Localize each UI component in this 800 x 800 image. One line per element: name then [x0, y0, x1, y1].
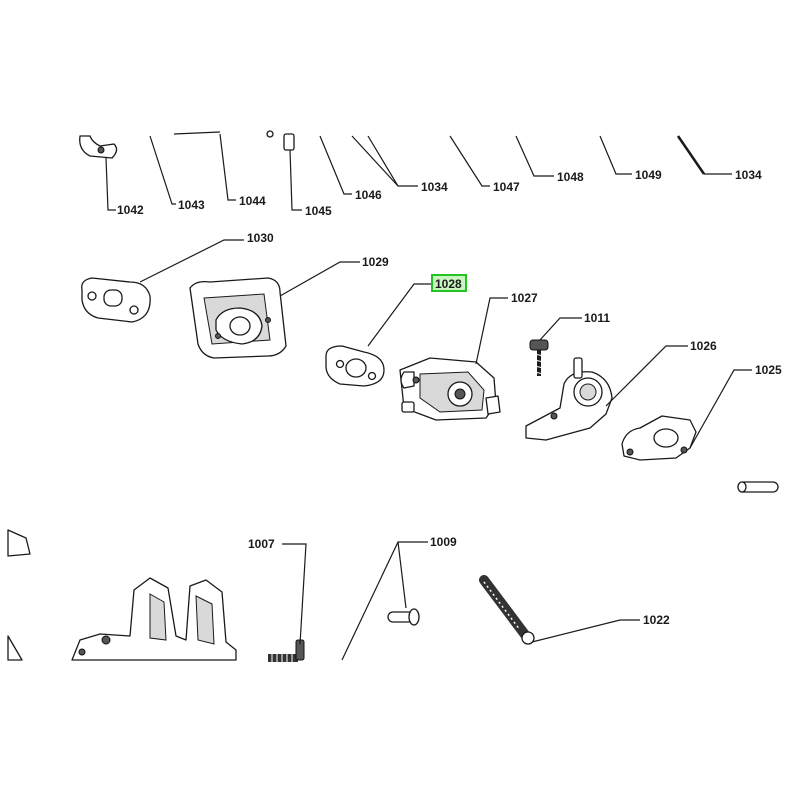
label-1029[interactable]: 1029 — [362, 255, 389, 269]
label-1011[interactable]: 1011 — [584, 311, 610, 325]
label-1049[interactable]: 1049 — [635, 168, 662, 182]
part-1029-intake-drawing — [189, 277, 287, 359]
part-1044-drawing — [173, 131, 221, 135]
label-1044[interactable]: 1044 — [239, 194, 266, 208]
label-1025[interactable]: 1025 — [755, 363, 782, 377]
part-1009-pin-drawing — [387, 608, 420, 626]
leader-1048 — [515, 135, 554, 177]
part-1030-gasket-drawing — [81, 277, 151, 323]
leader-1027 — [475, 297, 508, 365]
label-1007[interactable]: 1007 — [248, 537, 275, 551]
leader-1022 — [531, 619, 640, 643]
leader-1044 — [219, 133, 236, 201]
selected-part-highlight — [431, 274, 467, 292]
leader-1009-a — [341, 541, 428, 661]
part-1011-screw-drawing — [529, 339, 549, 376]
leader-1030 — [139, 239, 244, 283]
label-1027[interactable]: 1027 — [511, 291, 538, 305]
label-1046[interactable]: 1046 — [355, 188, 382, 202]
leader-1047 — [449, 135, 490, 187]
part-1027-carburetor-drawing — [399, 357, 501, 421]
leader-1007 — [282, 543, 307, 645]
label-1048[interactable]: 1048 — [557, 170, 584, 184]
leader-1029 — [279, 261, 360, 297]
leader-1028 — [367, 283, 432, 347]
label-1045[interactable]: 1045 — [305, 204, 332, 218]
leader-1025 — [689, 369, 752, 449]
label-1009[interactable]: 1009 — [430, 535, 457, 549]
label-1047[interactable]: 1047 — [493, 180, 520, 194]
leader-1034a-1 — [351, 135, 399, 187]
label-1043[interactable]: 1043 — [178, 198, 205, 212]
part-1045-drawing — [266, 130, 295, 151]
part-1028-gasket-drawing — [325, 345, 385, 387]
leader-1009-b — [397, 541, 407, 609]
part-1025-bracket-drawing — [621, 415, 697, 461]
part-1042-drawing — [79, 135, 118, 159]
leader-1045 — [289, 149, 302, 211]
label-1034-right[interactable]: 1034 — [735, 168, 762, 182]
frame-drawing — [71, 577, 237, 661]
bracket-left-drawing — [7, 529, 31, 661]
part-1007-screw-drawing — [268, 639, 305, 662]
label-1030[interactable]: 1030 — [247, 231, 274, 245]
leader-1034a-2 — [367, 135, 418, 187]
pin-drawing — [737, 481, 779, 493]
label-1022[interactable]: 1022 — [643, 613, 670, 627]
label-1034-upper[interactable]: 1034 — [421, 180, 448, 194]
leader-1026 — [605, 345, 688, 407]
leader-1046 — [319, 135, 352, 195]
label-1042[interactable]: 1042 — [117, 203, 144, 217]
part-1034-rod — [676, 135, 706, 175]
leader-1049 — [599, 135, 632, 175]
part-1026-manifold-drawing — [525, 357, 613, 441]
label-1026[interactable]: 1026 — [690, 339, 717, 353]
leader-1043 — [149, 135, 176, 205]
label-1028[interactable]: 1028 — [435, 277, 462, 291]
leader-1011 — [539, 317, 582, 341]
part-1022-bolt-drawing — [479, 575, 535, 645]
leader-1042 — [105, 157, 116, 211]
